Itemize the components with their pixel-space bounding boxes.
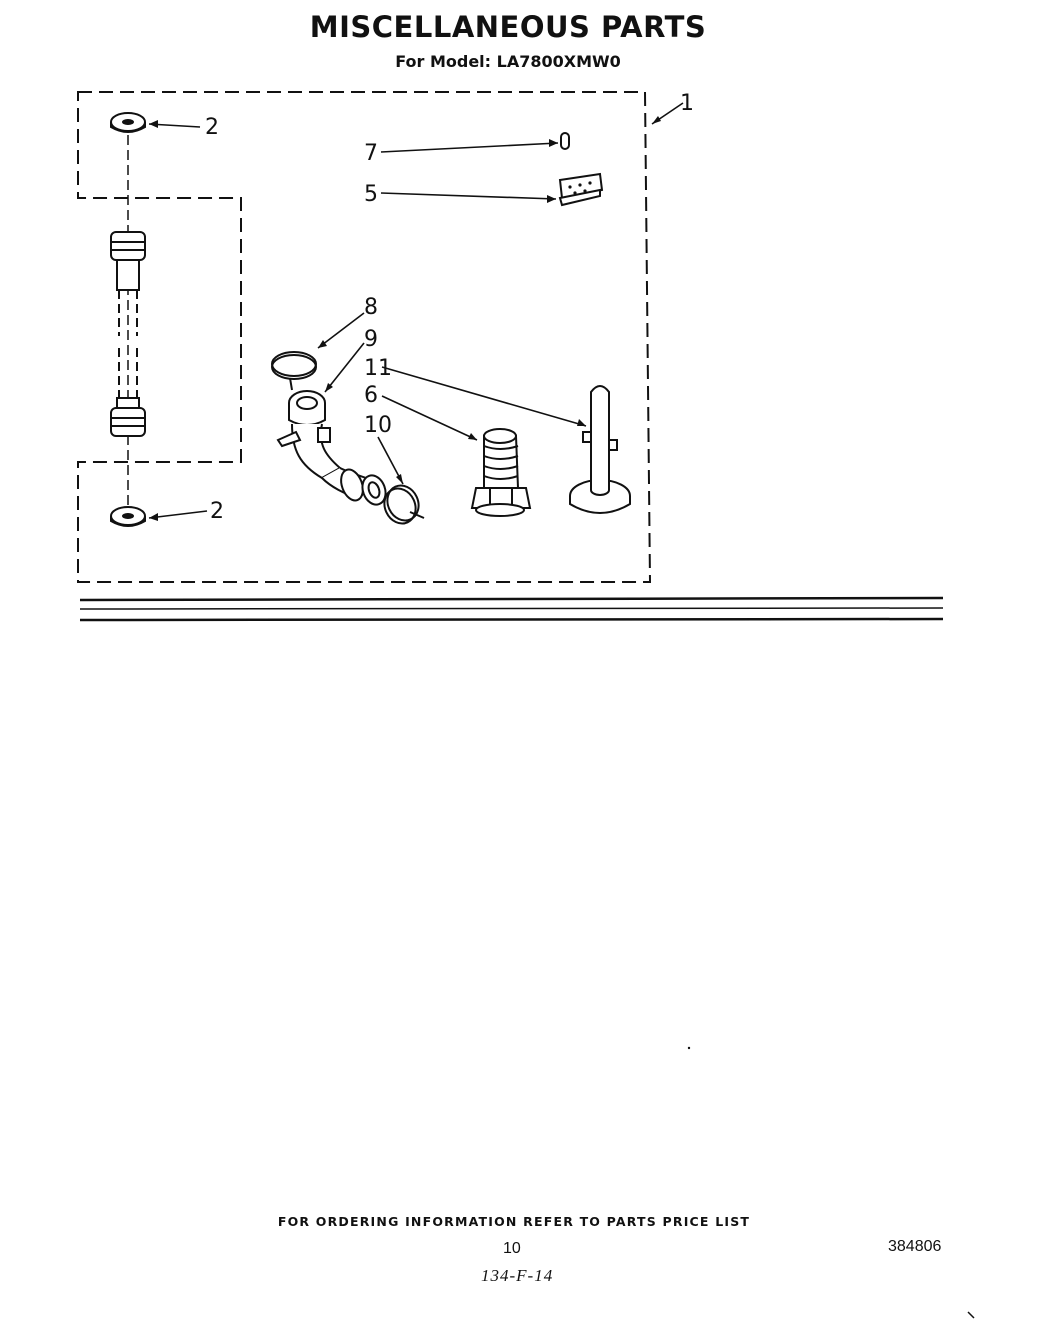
model-subtitle: For Model: LA7800XMW0 xyxy=(395,52,621,71)
leader-8 xyxy=(317,312,365,349)
part-9-drain-hose xyxy=(276,390,387,506)
callout-5: 5 xyxy=(364,182,378,207)
stray-mark xyxy=(687,1046,691,1050)
leader-11 xyxy=(381,366,587,427)
separator-rule-bottom xyxy=(79,617,944,622)
callout-8: 8 xyxy=(364,295,378,320)
callout-6: 6 xyxy=(364,383,378,408)
part-11-tool xyxy=(569,385,631,514)
callout-2-bottom: 2 xyxy=(210,499,224,524)
callout-7: 7 xyxy=(364,141,378,166)
callout-9: 9 xyxy=(364,327,378,352)
callout-11: 11 xyxy=(364,356,392,381)
ordering-note: FOR ORDERING INFORMATION REFER TO PARTS … xyxy=(277,1214,751,1229)
leader-6 xyxy=(381,395,478,441)
leader-5 xyxy=(380,192,557,200)
leader-2-bottom xyxy=(148,510,208,519)
page-number: 10 xyxy=(503,1240,521,1257)
handwritten-code: 134-F-14 xyxy=(481,1266,554,1285)
document-number: 384806 xyxy=(888,1238,942,1255)
washer-top xyxy=(110,112,146,133)
separator-rule-top xyxy=(79,596,944,602)
callout-10: 10 xyxy=(364,413,392,438)
part-8-clamp xyxy=(271,351,317,391)
callout-2-top: 2 xyxy=(205,115,219,140)
leader-7 xyxy=(380,142,559,153)
inlet-hose xyxy=(110,231,146,437)
leader-9 xyxy=(324,342,365,393)
part-7-clip xyxy=(560,132,570,150)
callout-1: 1 xyxy=(680,91,694,116)
part-10-clamp xyxy=(383,484,425,525)
part-6-leveling-foot xyxy=(470,428,532,517)
separator-rule-middle xyxy=(79,607,944,610)
washer-bottom xyxy=(110,506,146,527)
part-5-pad xyxy=(558,172,604,207)
stray-mark-corner xyxy=(967,1311,975,1319)
page-title: MISCELLANEOUS PARTS xyxy=(309,10,707,44)
kit-boundary xyxy=(77,91,652,583)
